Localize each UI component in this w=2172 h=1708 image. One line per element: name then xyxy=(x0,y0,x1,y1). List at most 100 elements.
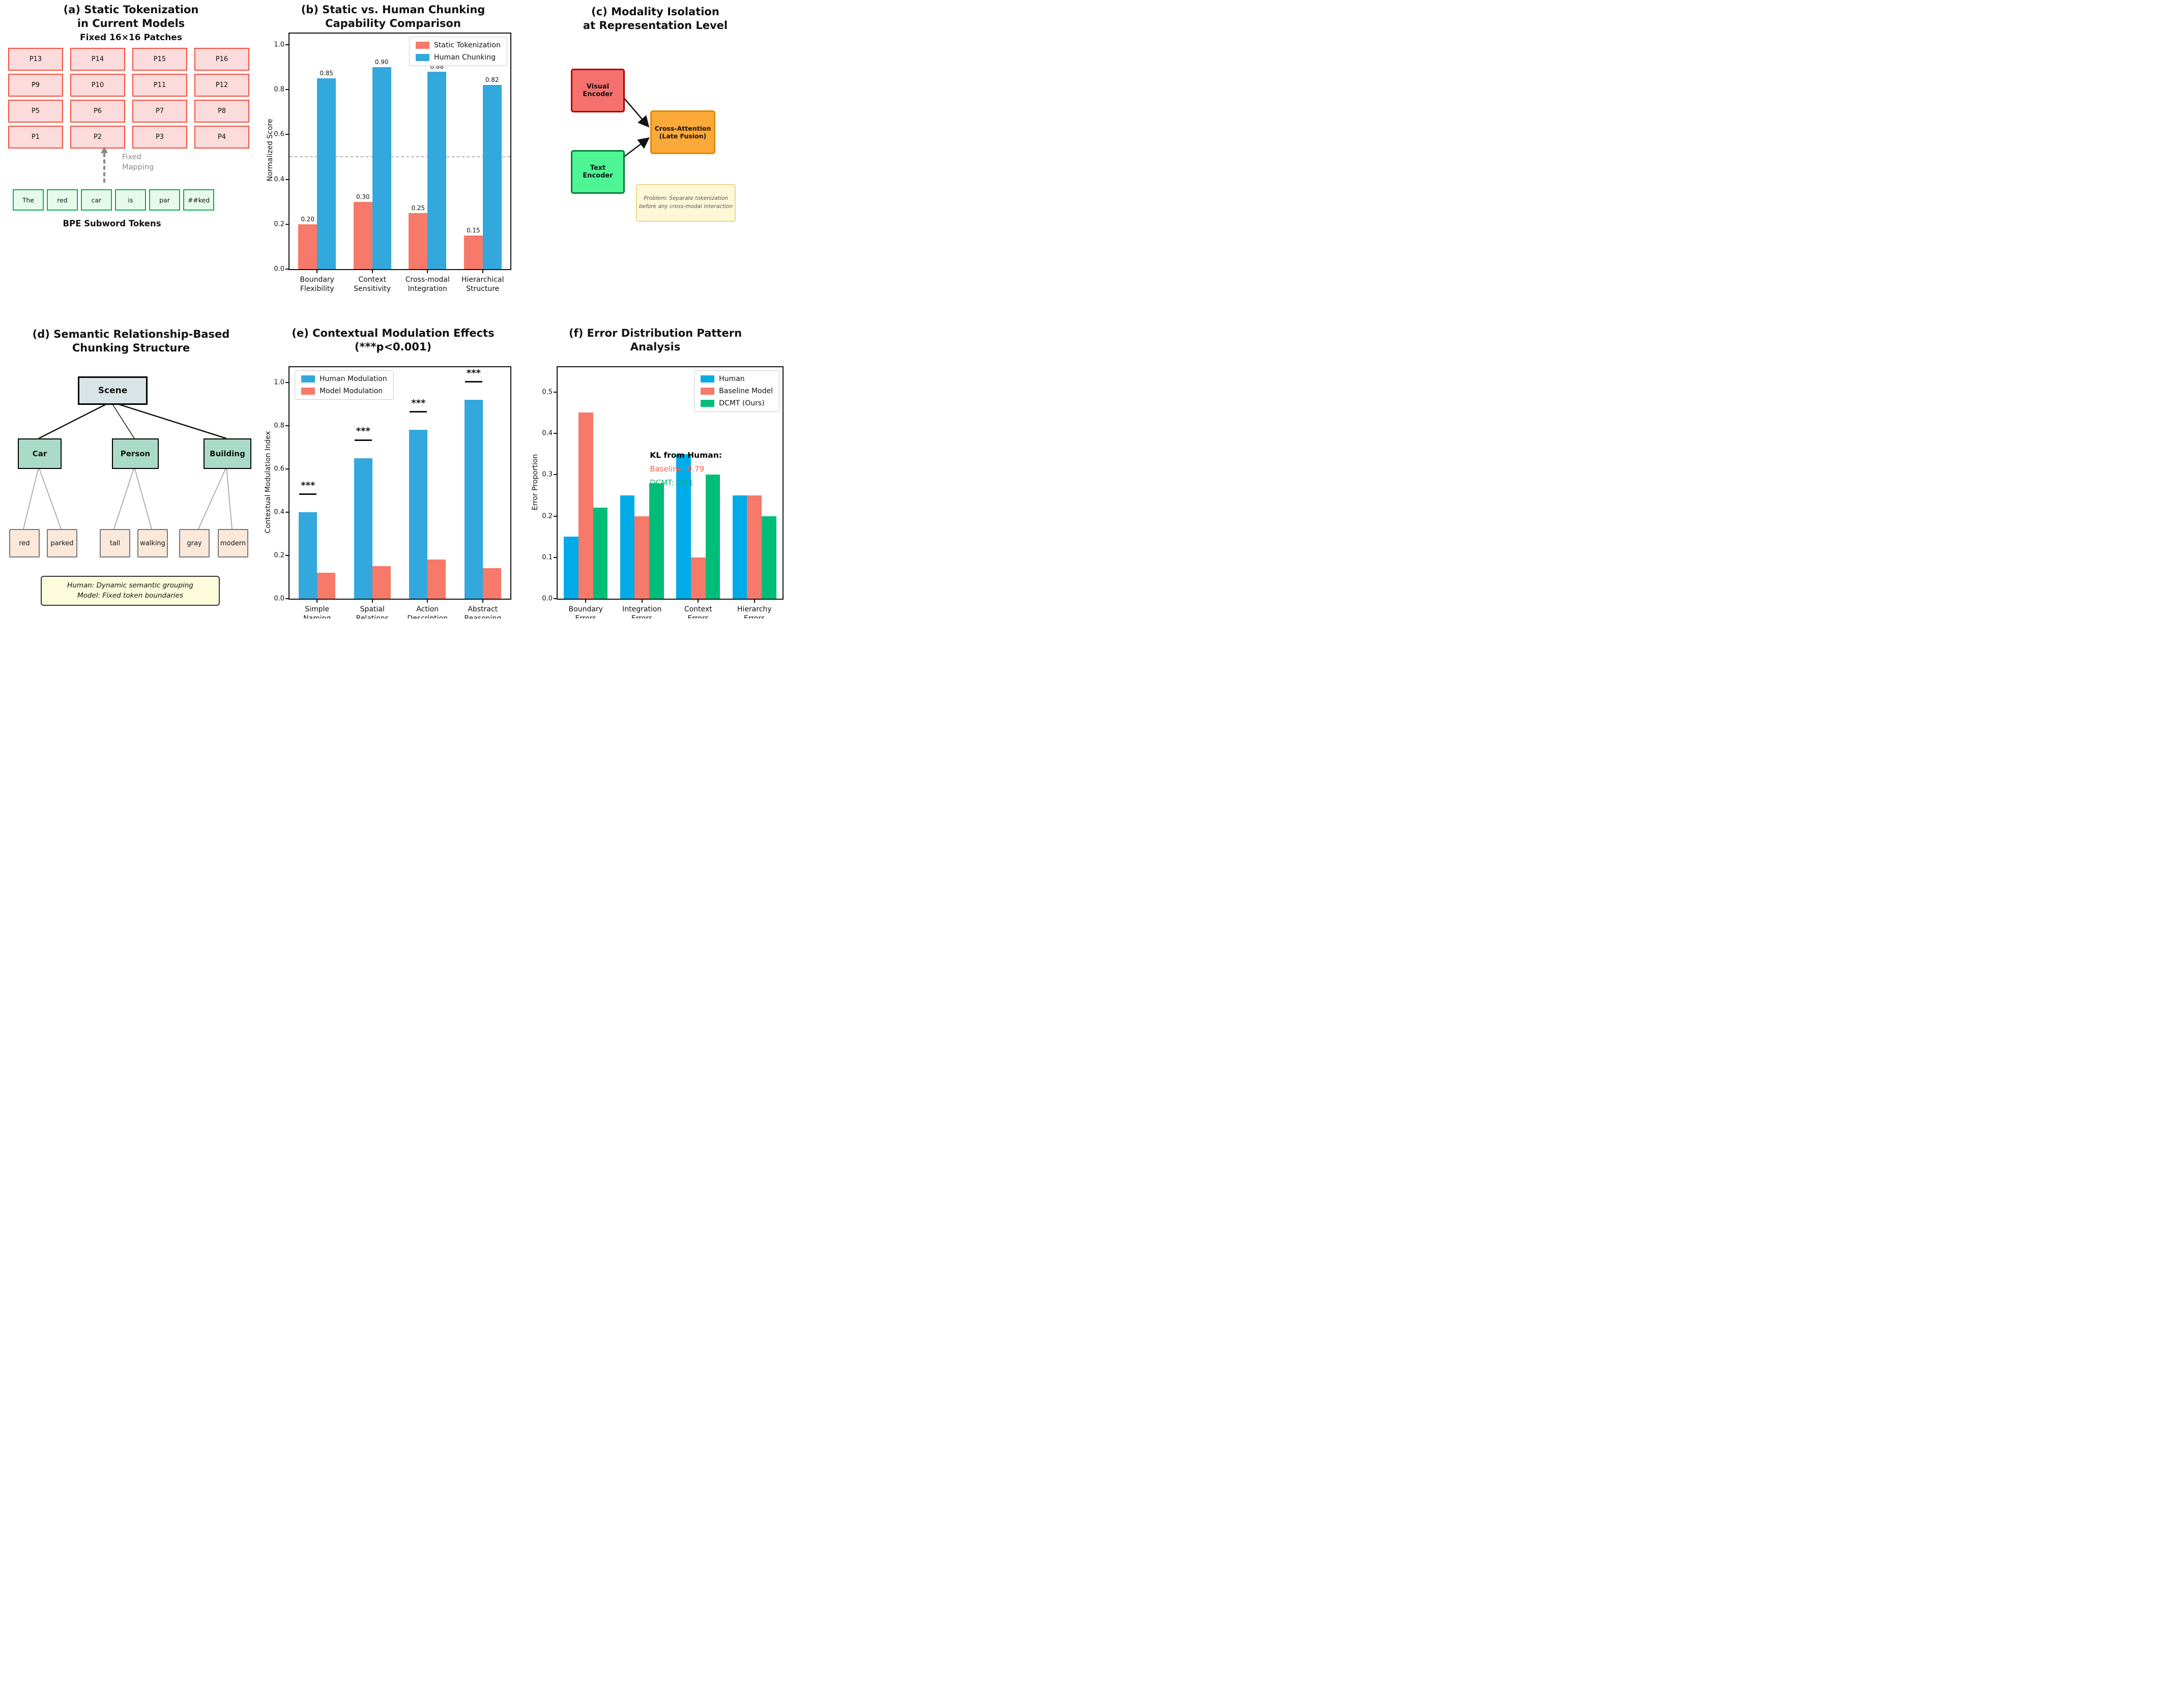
significance-stars: *** xyxy=(356,426,370,437)
x-tick-label: Integration Errors xyxy=(622,605,662,619)
patch-P10: P10 xyxy=(70,74,125,97)
problem-note-label: Problem: Separate tokenization before an… xyxy=(639,195,733,210)
chunking-note-box: Human: Dynamic semantic grouping Model: … xyxy=(41,576,220,606)
bar-human-modulation xyxy=(299,512,317,599)
x-tick-mark xyxy=(482,599,483,603)
bar-human-modulation xyxy=(464,399,483,599)
bar-dcmt-ours- xyxy=(705,475,720,599)
y-tick-label: 0.4 xyxy=(274,508,284,516)
bar-human xyxy=(620,495,635,599)
significance-line xyxy=(465,380,482,382)
token-1: red xyxy=(47,189,78,211)
legend-row: Static Tokenization xyxy=(416,41,501,49)
panel-c: (c) Modality Isolation at Representation… xyxy=(524,0,787,305)
bar-human xyxy=(732,495,747,599)
panel-e: (e) Contextual Modulation Effects (***p<… xyxy=(262,305,524,619)
bar-human-chunking xyxy=(317,78,336,269)
legend-row: Model Modulation xyxy=(301,387,387,395)
panel-d-title: (d) Semantic Relationship-Based Chunking… xyxy=(32,328,230,355)
tree-leaf: tall xyxy=(100,529,130,557)
tree-node-person: Person xyxy=(112,438,159,469)
legend-label: Human xyxy=(719,375,745,383)
significance-stars: *** xyxy=(301,480,315,491)
tree-node-building: Building xyxy=(204,438,251,469)
bar-human-modulation xyxy=(409,430,428,599)
bar-value-label: 0.25 xyxy=(411,204,425,212)
bar-human xyxy=(564,537,578,599)
patch-P2: P2 xyxy=(70,126,125,149)
tree-leaf: walking xyxy=(137,529,168,557)
panel-d: (d) Semantic Relationship-Based Chunking… xyxy=(0,305,262,619)
y-tick-mark xyxy=(554,598,558,599)
patch-P16: P16 xyxy=(194,48,249,71)
y-tick-mark xyxy=(554,433,558,434)
x-tick-mark xyxy=(482,269,483,273)
panel-a-subtitle: Fixed 16×16 Patches xyxy=(80,33,182,43)
legend-row: Human xyxy=(701,375,773,383)
x-tick-mark xyxy=(371,269,373,273)
legend-row: DCMT (Ours) xyxy=(701,399,773,407)
y-tick-label: 1.0 xyxy=(274,378,284,387)
significance-stars: *** xyxy=(466,367,481,378)
significance-stars: *** xyxy=(411,398,426,409)
patch-P12: P12 xyxy=(194,74,249,97)
panel-a-caption: BPE Subword Tokens xyxy=(63,219,161,228)
bar-baseline-model xyxy=(690,557,706,599)
legend-swatch-icon xyxy=(701,388,715,395)
bar-value-label: 0.30 xyxy=(356,193,370,200)
x-tick-mark xyxy=(427,599,428,603)
patch-P9: P9 xyxy=(8,74,63,97)
panel-c-title: (c) Modality Isolation at Representation… xyxy=(583,6,728,32)
visual-encoder-label: Visual Encoder xyxy=(583,83,613,98)
bar-model-modulation xyxy=(372,566,391,599)
y-tick-label: 0.1 xyxy=(542,553,553,562)
reference-dashed-line xyxy=(289,156,510,157)
x-tick-mark xyxy=(754,599,755,603)
patch-P1: P1 xyxy=(8,126,63,149)
x-tick-mark xyxy=(698,599,699,603)
token-5: ##ked xyxy=(183,189,214,211)
patch-P14: P14 xyxy=(70,48,125,71)
x-tick-label: Cross-modal Integration xyxy=(405,276,450,293)
y-tick-mark xyxy=(285,89,289,91)
y-tick-mark xyxy=(554,556,558,558)
y-tick-mark xyxy=(554,474,558,476)
y-tick-mark xyxy=(285,134,289,135)
x-tick-label: Hierarchical Structure xyxy=(461,276,504,293)
legend-label: DCMT (Ours) xyxy=(719,399,765,407)
patch-P6: P6 xyxy=(70,100,125,123)
patch-P13: P13 xyxy=(8,48,63,71)
legend-swatch-icon xyxy=(416,42,430,49)
y-tick-mark xyxy=(285,554,289,556)
x-tick-label: Boundary Flexibility xyxy=(300,276,334,293)
figure: (a) Static Tokenization in Current Model… xyxy=(0,0,787,619)
y-tick-label: 0.6 xyxy=(274,465,284,473)
y-tick-label: 0.0 xyxy=(542,595,553,603)
problem-note-box: Problem: Separate tokenization before an… xyxy=(636,184,736,222)
bar-dcmt-ours- xyxy=(649,483,664,599)
significance-line xyxy=(410,411,427,413)
legend-label: Human Chunking xyxy=(434,53,496,62)
panel-f-y-axis-label: Error Proportion xyxy=(531,454,539,511)
y-tick-label: 0.0 xyxy=(274,265,284,273)
panel-f: (f) Error Distribution Pattern Analysis … xyxy=(524,305,787,619)
bar-dcmt-ours- xyxy=(762,516,776,599)
panel-f-title: (f) Error Distribution Pattern Analysis xyxy=(568,327,742,354)
y-tick-mark xyxy=(285,598,289,599)
token-0: The xyxy=(13,189,44,211)
y-tick-label: 0.2 xyxy=(542,512,553,520)
x-tick-label: Hierarchy Errors xyxy=(737,605,772,619)
tree-leaf: parked xyxy=(47,529,77,557)
bar-static-tokenization xyxy=(409,213,428,269)
y-tick-label: 0.8 xyxy=(274,422,284,430)
patch-P5: P5 xyxy=(8,100,63,123)
text-encoder-box: Text Encoder xyxy=(571,150,625,194)
token-2: car xyxy=(81,189,112,211)
y-tick-mark xyxy=(554,391,558,393)
y-tick-mark xyxy=(285,425,289,426)
